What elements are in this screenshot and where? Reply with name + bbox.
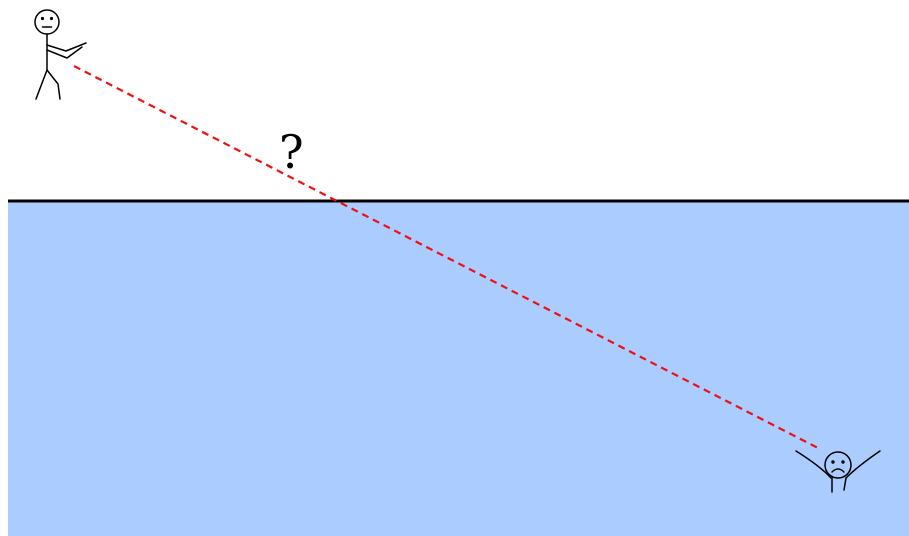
swimmer-left-arm xyxy=(795,450,832,479)
observer-figure xyxy=(34,9,87,100)
swimmer-right-arm xyxy=(845,450,881,479)
observer-left-eye xyxy=(40,16,45,21)
swimmer-left-eye xyxy=(831,460,835,464)
swimmer-head xyxy=(824,451,852,479)
observer-right-eye xyxy=(49,16,54,21)
swimmer-right-leg xyxy=(843,477,847,491)
swimmer-frown xyxy=(831,468,845,473)
question-mark-label: ? xyxy=(279,125,304,179)
swimmer-figure xyxy=(795,450,881,493)
sight-line xyxy=(73,65,819,449)
water-region xyxy=(8,201,909,536)
observer-left-leg xyxy=(35,69,48,100)
observer-lower-arm xyxy=(46,46,83,59)
observer-upper-arm xyxy=(46,42,87,52)
observer-right-leg xyxy=(46,69,61,100)
observer-head xyxy=(34,9,60,35)
swimmer-right-eye xyxy=(841,460,845,464)
